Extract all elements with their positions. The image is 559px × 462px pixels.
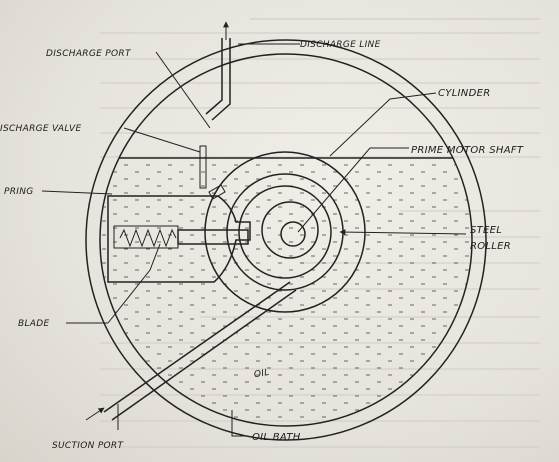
oil-bath-region [100,157,472,418]
discharge-line-pipe [205,38,231,121]
label-steel: STEEL [470,225,502,236]
label-blade: BLADE [18,319,49,329]
eccentric-disc [261,201,319,259]
label-discharge-line: DISCHARGE LINE [300,40,381,50]
leader-lines [41,43,467,437]
label-spring: PRING [4,187,34,197]
label-roller: ROLLER [470,241,511,252]
label-discharge-port: DISCHARGE PORT [46,49,132,59]
suction-flow-arrow [85,407,105,421]
prime-motor-shaft [280,221,306,247]
label-discharge-valve: ISCHARGE VALVE [0,124,81,134]
spring-coil [119,228,177,248]
label-oil-bath: OIL BATH [252,432,301,443]
discharge-valve-head [208,184,226,200]
steel-roller [238,185,332,279]
suction-pipe-left [103,281,291,413]
label-cylinder: CYLINDER [438,88,490,99]
discharge-valve-stem [199,145,207,189]
suction-pipe-right [111,289,297,421]
label-prime-motor-shaft: PRIME MOTOR SHAFT [411,145,524,156]
label-suction-port: SUCTION PORT [52,441,124,451]
label-oil: OIL [253,368,270,381]
outer-casing [85,39,487,441]
blade [177,229,249,245]
